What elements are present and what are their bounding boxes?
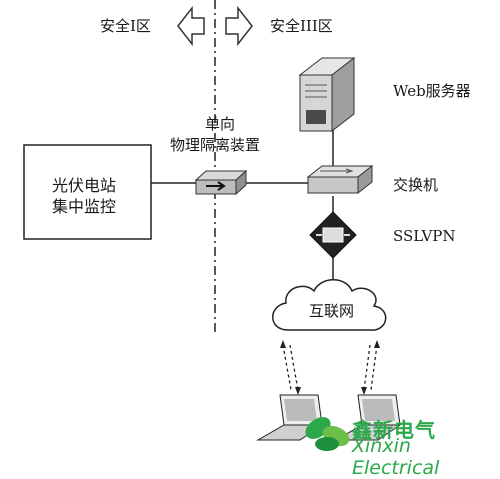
internet-cloud-icon	[272, 279, 387, 331]
isolation-device-icon	[194, 169, 248, 196]
zone-label-left: 安全Ⅰ区	[100, 17, 151, 35]
vpn-access-links	[282, 344, 378, 391]
link-arrowheads	[280, 340, 380, 395]
pv-station-label-line1: 光伏电站	[52, 176, 117, 195]
brand-logo-icon	[305, 417, 350, 451]
sslvpn-label: SSLVPN	[393, 227, 456, 245]
connection-lines	[151, 130, 334, 282]
pv-station-box	[23, 144, 152, 240]
sslvpn-icon	[309, 211, 357, 259]
watermark-brand: 鑫新电气	[352, 418, 436, 442]
isolation-label-line1: 单向	[205, 115, 236, 133]
switch-label: 交换机	[393, 176, 439, 194]
web-server-icon	[298, 56, 356, 133]
switch-icon	[306, 164, 374, 195]
watermark-sub: Xinxin Electrical	[352, 435, 440, 479]
pv-station-label-line2: 集中监控	[52, 197, 117, 216]
zone-label-right: 安全III区	[270, 17, 333, 35]
network-diagram	[23, 0, 402, 451]
isolation-label-line2: 物理隔离装置	[170, 136, 261, 154]
internet-label: 互联网	[309, 302, 355, 320]
zone-arrow-icon	[177, 5, 253, 47]
laptop-icon-right	[334, 394, 402, 441]
web-server-label: Web服务器	[393, 82, 471, 100]
